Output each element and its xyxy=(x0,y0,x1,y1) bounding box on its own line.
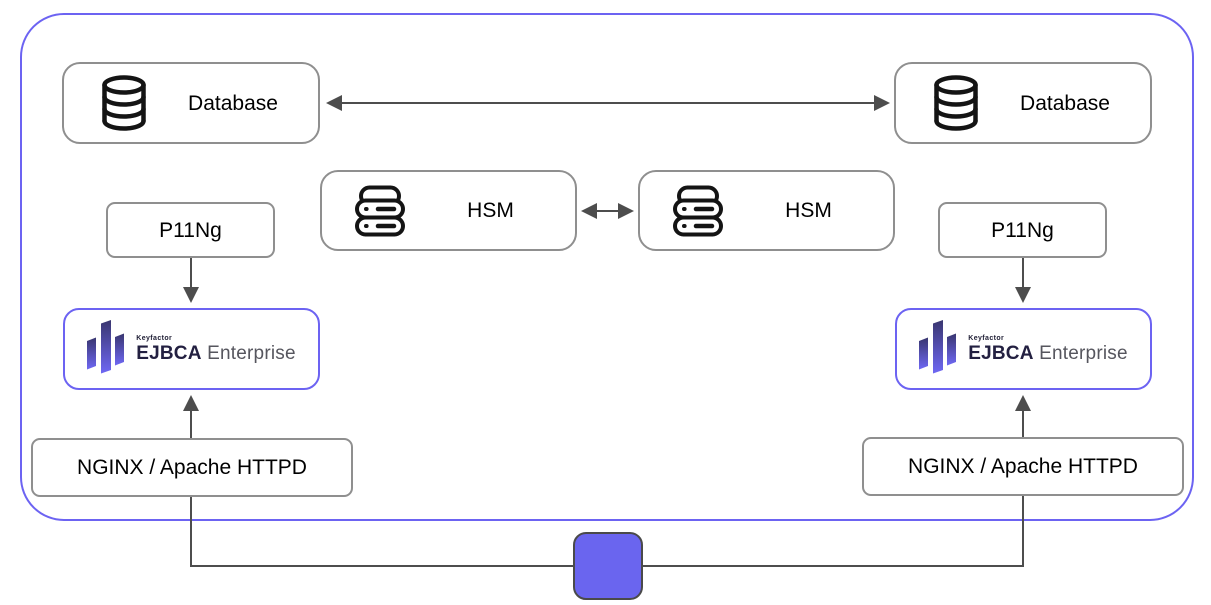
node-label: P11Ng xyxy=(991,218,1054,242)
server-stack-icon xyxy=(672,185,724,237)
node-database-left: Database xyxy=(62,62,320,144)
keyfactor-brand-label: Keyfactor xyxy=(968,335,1005,342)
junction-node xyxy=(573,532,643,600)
ejbca-product-label: EJBCA xyxy=(968,343,1034,364)
ejbca-edition-label: Enterprise xyxy=(207,343,296,364)
ejbca-edition-label: Enterprise xyxy=(1039,343,1128,364)
node-database-right: Database xyxy=(894,62,1152,144)
server-stack-icon xyxy=(354,185,406,237)
node-label: Database xyxy=(188,91,278,115)
node-ejbca-left: Keyfactor EJBCA Enterprise xyxy=(63,308,320,390)
node-label: HSM xyxy=(467,199,514,222)
node-label: P11Ng xyxy=(159,218,222,242)
node-p11ng-right: P11Ng xyxy=(938,202,1107,258)
keyfactor-logo-icon xyxy=(87,320,125,378)
node-ejbca-right: Keyfactor EJBCA Enterprise xyxy=(895,308,1152,390)
node-label: NGINX / Apache HTTPD xyxy=(77,456,307,479)
ejbca-product-label: EJBCA xyxy=(136,343,202,364)
database-icon xyxy=(932,74,980,132)
node-nginx-right: NGINX / Apache HTTPD xyxy=(862,437,1184,496)
keyfactor-brand-label: Keyfactor xyxy=(136,335,173,342)
keyfactor-logo-icon xyxy=(919,320,957,378)
database-icon xyxy=(100,74,148,132)
node-p11ng-left: P11Ng xyxy=(106,202,275,258)
node-hsm-left: HSM xyxy=(320,170,577,251)
node-label: NGINX / Apache HTTPD xyxy=(908,455,1138,478)
cluster-frame xyxy=(20,13,1194,521)
node-hsm-right: HSM xyxy=(638,170,895,251)
node-nginx-left: NGINX / Apache HTTPD xyxy=(31,438,353,497)
node-label: Database xyxy=(1020,91,1110,115)
node-label: HSM xyxy=(785,199,832,222)
